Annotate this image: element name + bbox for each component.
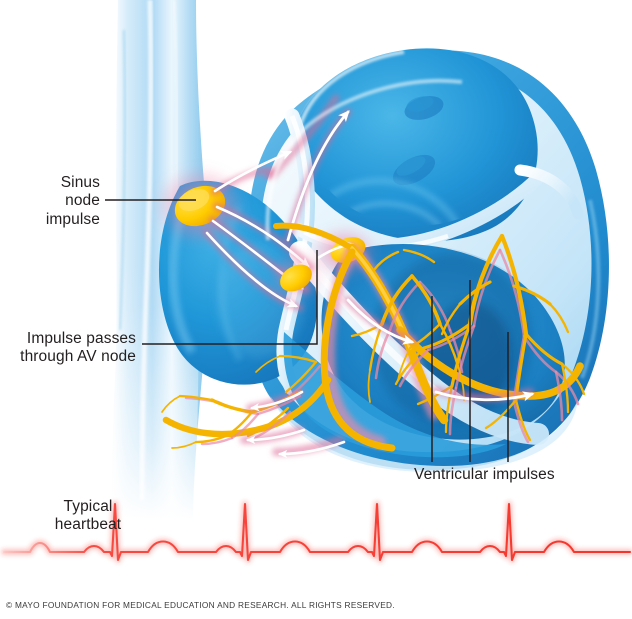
ecg-tracing <box>1 501 632 563</box>
heart-rim-highlight <box>265 78 601 379</box>
leader-av-node <box>142 250 318 345</box>
label-ventricular-impulses: Ventricular impulses <box>414 466 555 483</box>
label-typical-heartbeat: Typical heartbeat <box>54 498 122 534</box>
av-node <box>268 252 324 304</box>
ventricular-impulse-arrows <box>240 296 535 459</box>
myocardium-apex <box>270 396 578 473</box>
label-av-node-impulse: Impulse passes through AV node <box>20 330 136 366</box>
copyright-notice: © MAYO FOUNDATION FOR MEDICAL EDUCATION … <box>6 600 395 610</box>
label-sinus-node-impulse: Sinus node impulse <box>45 174 100 228</box>
leader-lines <box>105 199 509 462</box>
